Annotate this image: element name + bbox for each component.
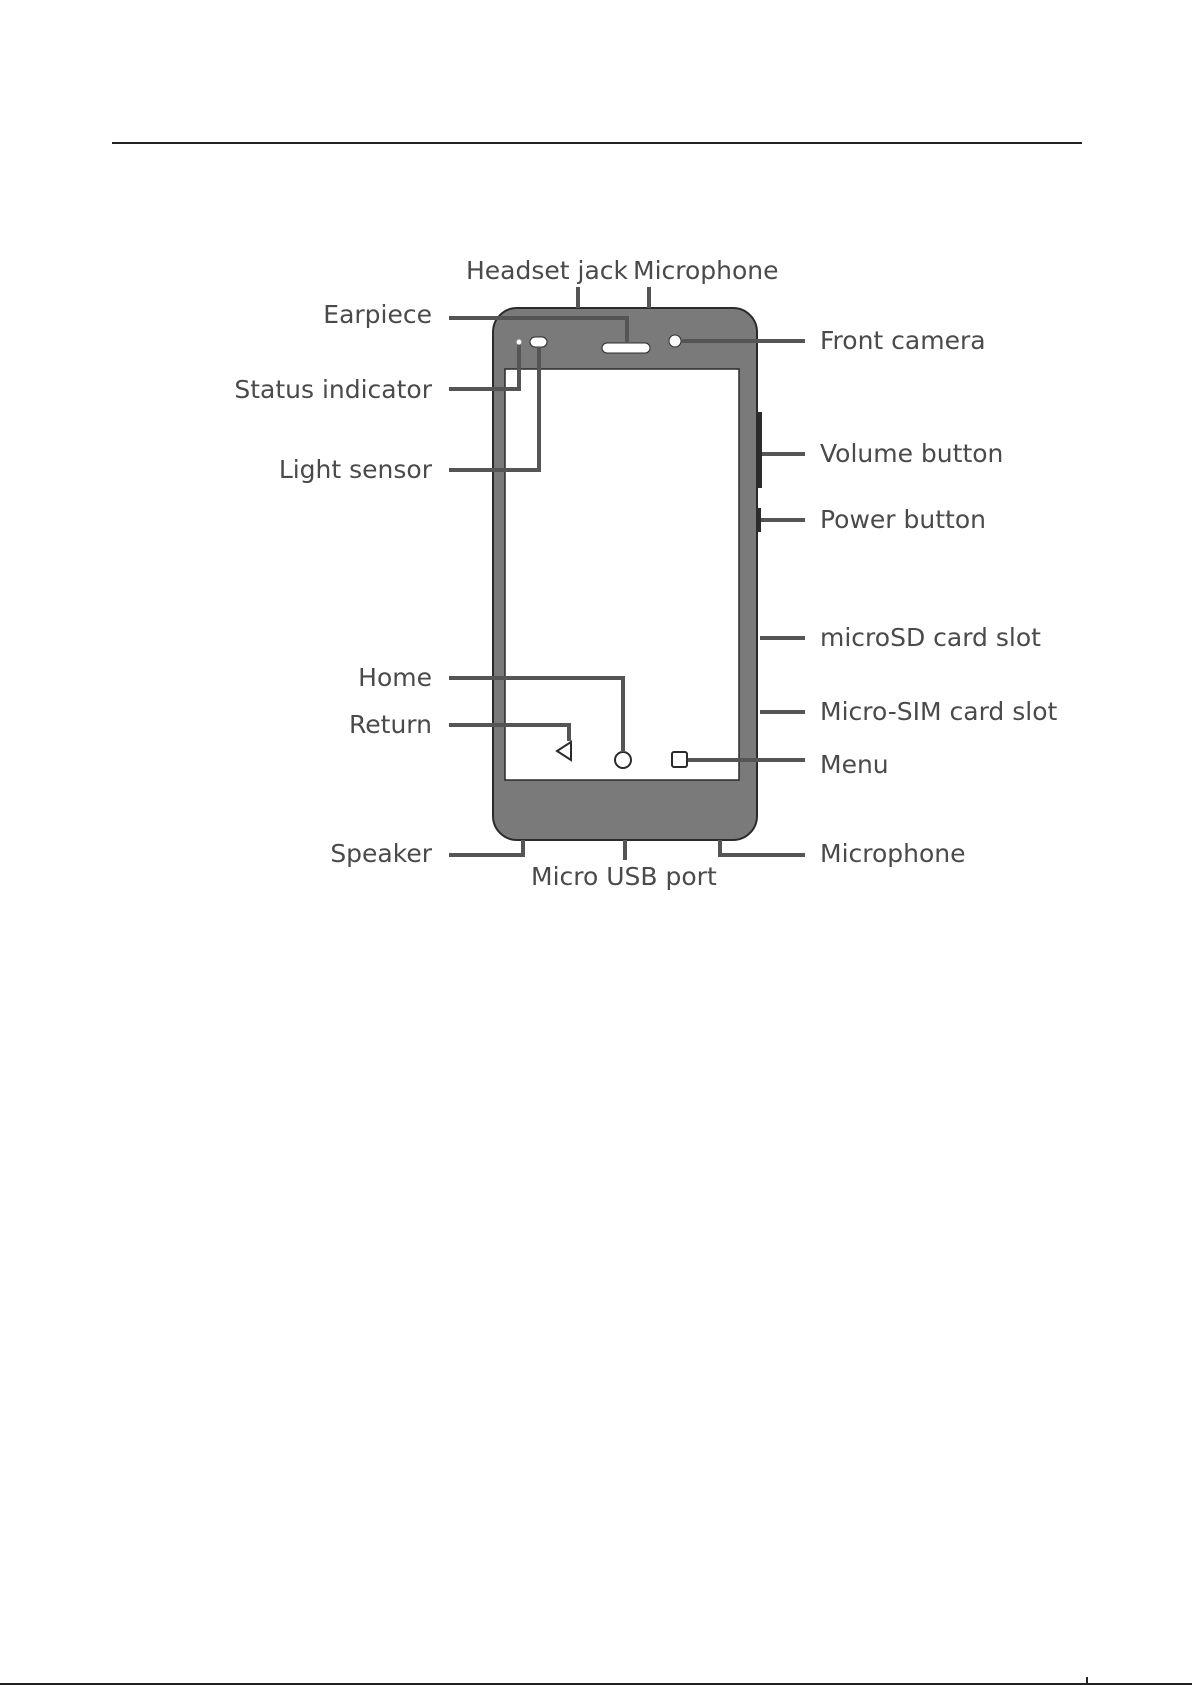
label-earpiece: Earpiece: [323, 300, 432, 329]
leader-microphone-bottom: [720, 840, 805, 855]
status-indicator-icon: [517, 340, 522, 345]
label-status-indicator: Status indicator: [234, 375, 432, 404]
label-micro-sim-slot: Micro-SIM card slot: [820, 697, 1058, 726]
label-light-sensor: Light sensor: [279, 455, 433, 484]
label-microphone-top: Microphone: [633, 256, 779, 285]
label-menu: Menu: [820, 750, 889, 779]
label-microsd-slot: microSD card slot: [820, 623, 1041, 652]
leader-speaker: [449, 840, 523, 855]
volume-button-key: [756, 412, 762, 488]
power-button-key: [756, 508, 761, 532]
label-micro-usb-port: Micro USB port: [531, 862, 717, 891]
label-volume-button: Volume button: [820, 439, 1003, 468]
front-camera-icon: [669, 335, 681, 347]
light-sensor-icon: [530, 337, 547, 347]
earpiece-icon: [602, 343, 650, 353]
label-headset-jack: Headset jack: [466, 256, 629, 285]
label-front-camera: Front camera: [820, 326, 986, 355]
page-corner-mark: [1086, 1677, 1092, 1685]
label-speaker: Speaker: [330, 839, 432, 868]
label-power-button: Power button: [820, 505, 986, 534]
label-microphone-bottom: Microphone: [820, 839, 966, 868]
label-home: Home: [358, 663, 432, 692]
label-return: Return: [349, 710, 432, 739]
